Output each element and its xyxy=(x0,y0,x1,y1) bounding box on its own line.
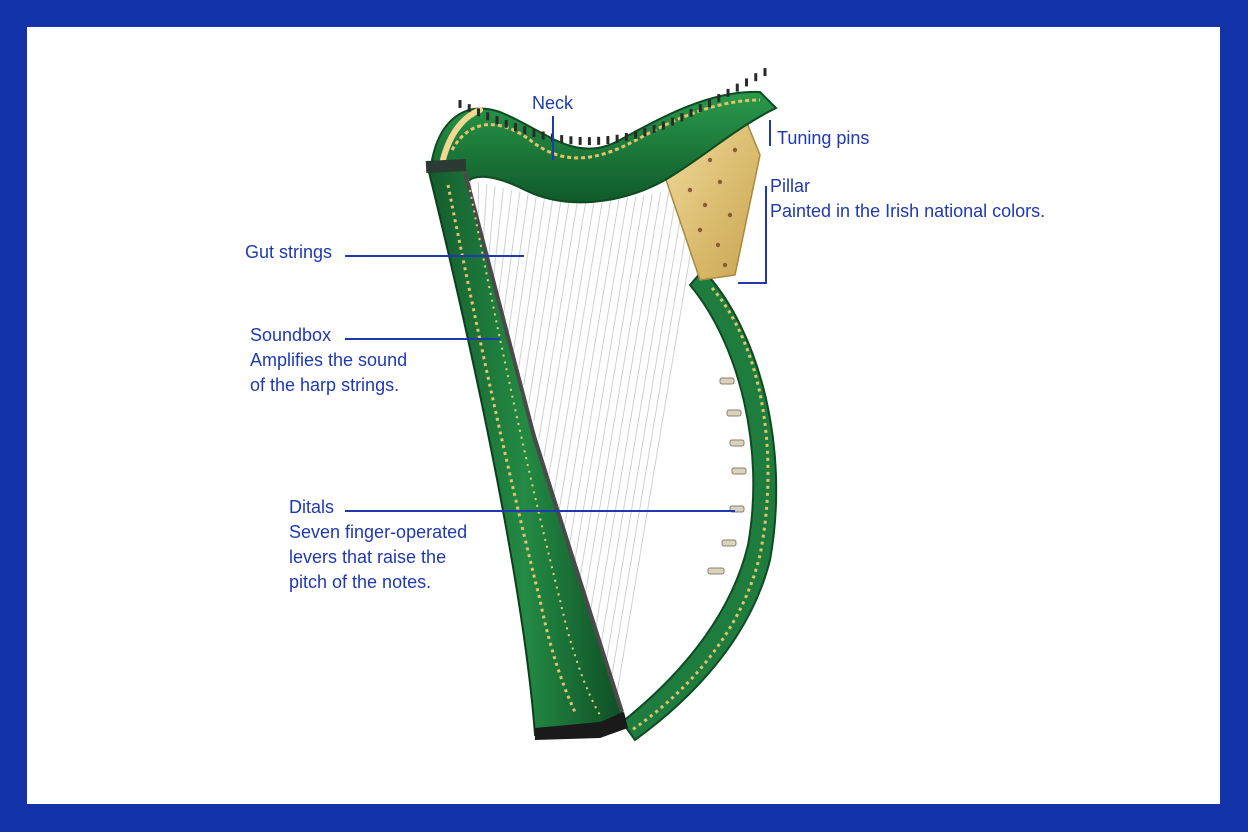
pillar-label: Pillar Painted in the Irish national col… xyxy=(770,174,1045,224)
tuning-pin xyxy=(717,94,720,102)
soundbox-label-desc-1: Amplifies the sound xyxy=(250,348,407,373)
harp-string xyxy=(539,199,578,439)
tuning-pin xyxy=(468,104,471,112)
gut-strings-label: Gut strings xyxy=(245,240,332,265)
ditals-label-desc-2: levers that raise the xyxy=(289,545,467,570)
pillar-label-title: Pillar xyxy=(770,174,1045,199)
tuning-pin xyxy=(459,100,462,108)
soundbox-label-title: Soundbox xyxy=(250,323,407,348)
tuning-pin xyxy=(495,116,498,124)
tuning-pin xyxy=(542,131,545,139)
tuning-pins-label: Tuning pins xyxy=(777,126,869,151)
ditals-label-title: Ditals xyxy=(289,495,467,520)
tuning-pin xyxy=(745,78,748,86)
harp-string xyxy=(524,197,553,385)
soundbox-top-cap xyxy=(426,159,467,173)
harp-string xyxy=(488,186,495,261)
harp-string xyxy=(498,190,511,296)
harp-string xyxy=(559,198,611,509)
tuning-pin xyxy=(699,104,702,112)
tuning-pin xyxy=(505,120,508,128)
tuning-pin xyxy=(662,121,665,129)
pillar-label-desc: Painted in the Irish national colors. xyxy=(770,199,1045,224)
ditals-label: Ditals Seven finger-operated levers that… xyxy=(289,495,467,595)
tuning-pin xyxy=(486,112,489,120)
tuning-pin xyxy=(606,136,609,144)
tuning-pin xyxy=(523,126,526,134)
tuning-pin xyxy=(560,135,563,143)
harp-string xyxy=(544,199,586,456)
tuning-pin xyxy=(597,137,600,145)
tuning-pin xyxy=(634,131,637,139)
tuning-pin xyxy=(690,109,693,117)
tuning-pin xyxy=(653,125,656,133)
harp-string xyxy=(554,199,603,492)
tuning-pin xyxy=(708,99,711,107)
harp-string xyxy=(595,191,669,634)
tuning-pin xyxy=(579,137,582,145)
tuning-pin xyxy=(764,68,767,76)
harp-string xyxy=(610,186,694,688)
tuning-pin xyxy=(754,73,757,81)
tuning-pin xyxy=(514,123,517,131)
tuning-pin xyxy=(532,129,535,137)
tuning-pin xyxy=(616,135,619,143)
harp-string xyxy=(509,193,529,332)
tuning-pin xyxy=(625,133,628,141)
ditals-label-desc-1: Seven finger-operated xyxy=(289,520,467,545)
tuning-pin xyxy=(477,108,480,116)
tuning-pins-label-title: Tuning pins xyxy=(777,126,869,151)
harp-string xyxy=(600,189,677,652)
ditals-levers-group xyxy=(708,378,746,574)
tuning-pin xyxy=(643,128,646,136)
harp-string xyxy=(574,196,635,563)
harp-illustration xyxy=(27,27,1220,804)
harp-string xyxy=(483,184,487,243)
tuning-pin xyxy=(680,113,683,121)
harp-string xyxy=(580,195,645,581)
neck-label-title: Neck xyxy=(532,91,573,116)
tuning-pin xyxy=(588,137,591,145)
tuning-pin xyxy=(736,84,739,92)
harp-string xyxy=(503,192,519,314)
tuning-pin xyxy=(727,89,730,97)
harp-string xyxy=(564,198,619,528)
ditals-label-desc-3: pitch of the notes. xyxy=(289,570,467,595)
soundbox-label: Soundbox Amplifies the sound of the harp… xyxy=(250,323,407,398)
harp-string xyxy=(519,196,545,368)
harp-string xyxy=(615,184,702,705)
harp-pillar xyxy=(622,270,776,740)
tuning-pin xyxy=(671,118,674,126)
soundbox-label-desc-2: of the harp strings. xyxy=(250,373,407,398)
diagram-canvas: Neck Tuning pins Pillar Painted in the I… xyxy=(27,27,1220,804)
harp-string xyxy=(529,198,561,403)
tuning-pin xyxy=(569,136,572,144)
neck-label: Neck xyxy=(532,91,573,116)
gut-strings-label-title: Gut strings xyxy=(245,240,332,265)
harp-string xyxy=(590,192,661,616)
